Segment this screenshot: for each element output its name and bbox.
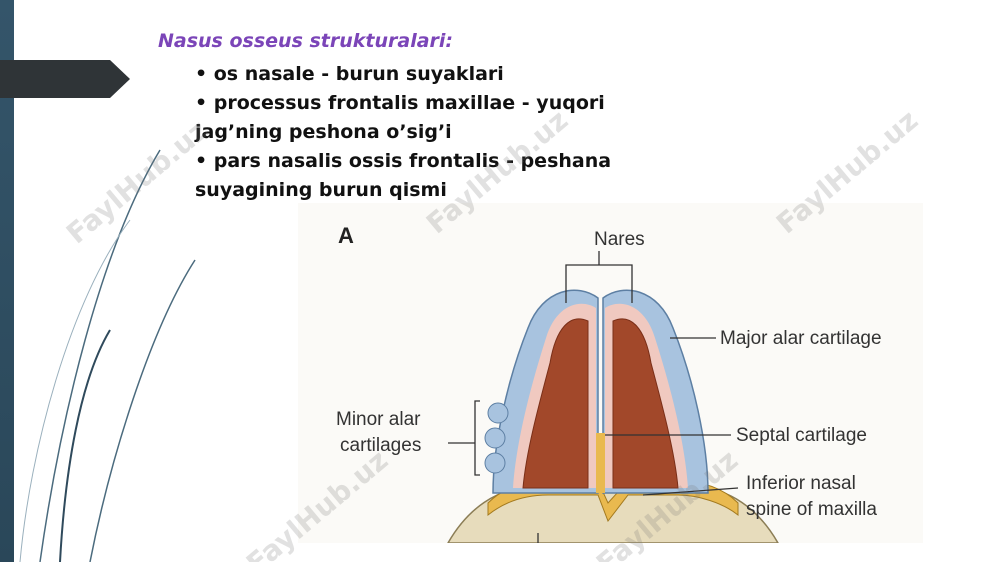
decorative-curves xyxy=(19,149,196,562)
slide-title: Nasus osseus strukturalari: xyxy=(158,30,454,52)
label-major-alar: Major alar cartilage xyxy=(720,328,882,349)
bullet-item-3: • pars nasalis ossis frontalis - peshana… xyxy=(195,150,612,201)
minor-alar-lobe xyxy=(484,452,506,474)
left-sidebar-bar xyxy=(0,0,14,562)
label-inferior-2: spine of maxilla xyxy=(746,499,877,520)
columella xyxy=(596,433,605,493)
minor-alar-lobe xyxy=(487,402,509,424)
label-minor-alar-2: cartilages xyxy=(340,435,421,456)
label-inferior-1: Inferior nasal xyxy=(746,473,856,494)
arrow-tab xyxy=(0,60,130,98)
bullet-item-1: • os nasale - burun suyaklari xyxy=(195,63,504,85)
nose-diagram: A Nares Major alar cartilage Minor alar … xyxy=(336,223,882,543)
minor-alar-lobe xyxy=(484,427,506,449)
panel-label: A xyxy=(338,223,354,248)
left-naris xyxy=(522,318,589,489)
bullet-list: • os nasale - burun suyaklari • processu… xyxy=(195,60,695,205)
right-naris xyxy=(612,318,679,489)
leader-lines xyxy=(448,251,739,543)
bullet-item-2: • processus frontalis maxillae - yuqori … xyxy=(195,92,605,143)
label-septal: Septal cartilage xyxy=(736,425,867,446)
label-minor-alar-1: Minor alar xyxy=(336,409,421,430)
nasal-cartilage-figure: A Nares Major alar cartilage Minor alar … xyxy=(298,203,923,543)
label-nares: Nares xyxy=(594,229,645,250)
